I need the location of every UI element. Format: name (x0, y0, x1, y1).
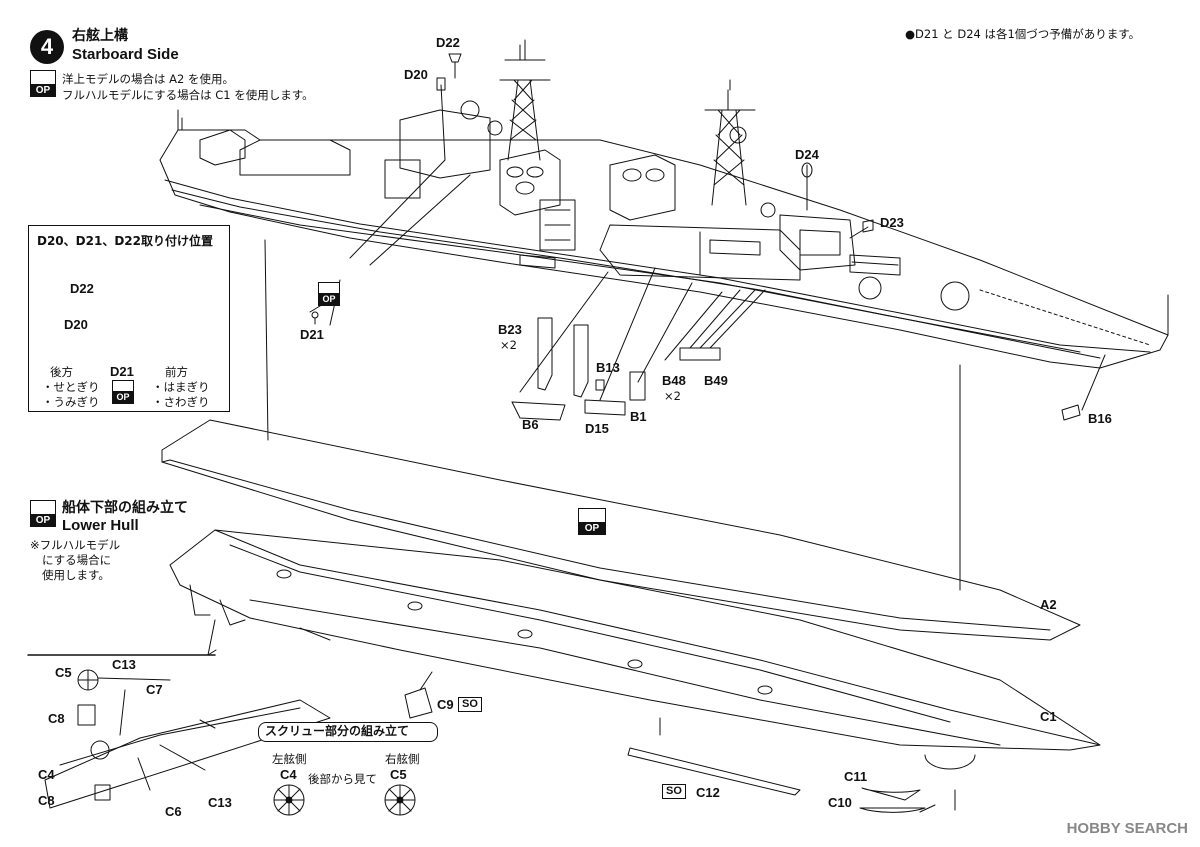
part-label-a2: A2 (1040, 597, 1057, 612)
part-label-d24: D24 (795, 147, 819, 162)
step-number-badge: 4 (30, 30, 64, 64)
option-line-1: 洋上モデルの場合は A2 を使用。 (62, 72, 234, 86)
view-note: 後部から見て (308, 772, 377, 786)
lower-hull-title-en: Lower Hull (62, 517, 139, 534)
part-label-b48: B48 (662, 373, 686, 388)
part-label-c12: C12 (696, 785, 720, 800)
part-label-d21: D21 (300, 327, 324, 342)
screw-label-c5: C5 (55, 665, 72, 680)
part-label-b1: B1 (630, 409, 647, 424)
spare-note: ●D21 と D24 は各1個づつ予備があります。 (905, 27, 1141, 41)
lower-hull-note-1: ※フルハルモデル (30, 538, 121, 552)
screw-sub-title: スクリュー部分の組み立て (265, 724, 410, 738)
part-label-c10: C10 (828, 795, 852, 810)
small-parts-upper (311, 53, 1081, 421)
front-item-1: ・はまぎり (152, 380, 210, 394)
lower-hull-optional-icon: OP (30, 500, 56, 527)
step-title-jp: 右舷上構 (72, 28, 128, 44)
arrow-swap-icon (113, 381, 133, 392)
part-label-d20: D20 (404, 67, 428, 82)
rear-item-2: ・うみぎり (42, 395, 100, 409)
hobby-search-watermark: HOBBY SEARCH (1066, 820, 1188, 837)
inset-label-d20: D20 (64, 317, 88, 332)
sub-label-c5: C5 (390, 767, 407, 782)
step-title-en: Starboard Side (72, 46, 179, 63)
port-side-label: 左舷側 (272, 752, 307, 766)
optional-icon: OP (30, 70, 56, 97)
inset-optional-icon: OP (112, 380, 134, 404)
center-optional-icon: OP (578, 508, 606, 535)
rear-heading: 後方 (50, 365, 73, 379)
so-badge-c9: SO (458, 697, 482, 712)
lower-hull-title-jp: 船体下部の組み立て (62, 500, 188, 516)
part-label-c1: C1 (1040, 709, 1057, 724)
screw-sub-title-box (258, 722, 438, 742)
part-label-b23: B23 (498, 322, 522, 337)
screw-label-c8-lower: C8 (38, 793, 55, 808)
d21-optional-icon: OP (318, 282, 340, 306)
part-label-d15: D15 (585, 421, 609, 436)
assembly-leaders-upper (264, 61, 1106, 591)
arrow-swap-icon (31, 71, 55, 85)
lower-hull-note-2: にする場合に (42, 553, 112, 567)
part-label-b13: B13 (596, 360, 620, 375)
c1-hull-drawing (169, 529, 1101, 751)
a2-plate-drawing (161, 419, 1081, 641)
upper-hull-drawing (159, 39, 1169, 369)
so-badge-c12: SO (662, 784, 686, 799)
part-qty-b23: ×2 (500, 338, 517, 352)
screw-label-c13: C13 (112, 657, 136, 672)
part-label-c11: C11 (844, 769, 868, 784)
lower-hull-note-3: 使用します。 (42, 568, 110, 582)
part-label-d23: D23 (880, 215, 904, 230)
screw-label-c7: C7 (146, 682, 163, 697)
lower-parts (404, 671, 976, 813)
part-label-b16: B16 (1088, 411, 1112, 426)
screw-label-c8: C8 (48, 711, 65, 726)
inset-title: D20、D21、D22取り付け位置 (37, 234, 213, 248)
screw-inset-drawing (27, 619, 331, 809)
option-line-2: フルハルモデルにする場合は C1 を使用します。 (62, 88, 314, 102)
d20-position-inset: D20、D21、D22取り付け位置 (28, 225, 230, 412)
part-qty-b48: ×2 (664, 389, 681, 403)
inset-label-d22: D22 (70, 281, 94, 296)
inset-label-d21: D21 (110, 364, 134, 379)
part-label-d22: D22 (436, 35, 460, 50)
screw-sub-drawing (273, 784, 416, 816)
part-label-b6: B6 (522, 417, 539, 432)
screw-label-c4: C4 (38, 767, 55, 782)
screw-label-c6: C6 (165, 804, 182, 819)
arrow-swap-icon (579, 509, 605, 523)
arrow-swap-icon (319, 283, 339, 294)
front-heading: 前方 (165, 365, 188, 379)
part-label-b49: B49 (704, 373, 728, 388)
screw-label-c13-lower: C13 (208, 795, 232, 810)
front-item-2: ・さわぎり (152, 395, 210, 409)
starboard-side-label: 右舷側 (385, 752, 420, 766)
sub-label-c4: C4 (280, 767, 297, 782)
arrow-swap-icon (31, 501, 55, 515)
part-label-c9: C9 (437, 697, 454, 712)
rear-item-1: ・せとぎり (42, 380, 100, 394)
